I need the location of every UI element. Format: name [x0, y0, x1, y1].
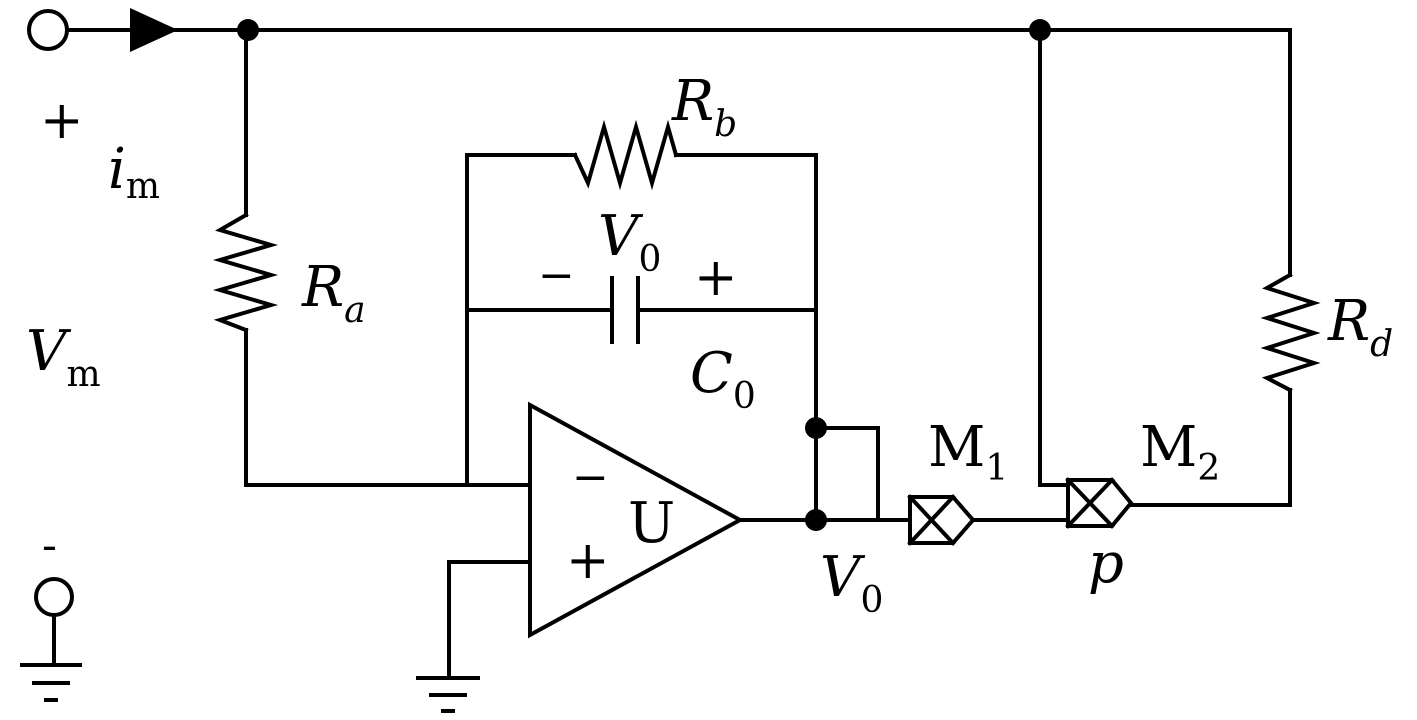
resistor-rb — [572, 119, 679, 191]
capacitor-plus-label: + — [694, 248, 738, 308]
m1-label: M1 — [928, 415, 1008, 489]
feedback-left-wire — [465, 153, 577, 487]
output-loop-wire — [814, 426, 880, 522]
input-plus-label: + — [40, 91, 84, 151]
output-voltage-label: V0 — [820, 545, 883, 621]
ra-to-inverting-wire — [244, 328, 532, 487]
opamp-plus-label: + — [566, 531, 610, 591]
capacitor-voltage-label: V0 — [598, 204, 661, 280]
m2-top-wire — [1038, 28, 1070, 487]
feedback-right-wire — [674, 153, 818, 522]
opamp-minus-label: − — [572, 452, 609, 503]
m2-label: M2 — [1140, 415, 1220, 489]
noninverting-ground-wire — [447, 560, 532, 680]
resistor-ra — [212, 212, 279, 333]
memristor-m1 — [907, 494, 976, 546]
input-terminal-positive — [27, 9, 69, 51]
current-label: im — [108, 137, 160, 207]
junction-dot — [1029, 19, 1051, 41]
junction-dot — [805, 417, 827, 439]
rd-label: Rd — [1327, 289, 1393, 365]
top-rail-wire — [65, 28, 1292, 277]
capacitor-label: C0 — [690, 341, 756, 417]
memristor-m2 — [1065, 477, 1134, 529]
input-minus-label: - — [42, 520, 57, 571]
node-p-label: p — [1088, 531, 1124, 596]
voltage-label: Vm — [26, 319, 101, 395]
rb-label: Rb — [671, 69, 737, 145]
ground-symbol-input — [20, 663, 82, 702]
ra-label: Ra — [301, 255, 366, 331]
ground-symbol-opamp — [416, 676, 480, 713]
input-terminal-negative — [34, 577, 74, 617]
opamp-label: U — [628, 491, 675, 556]
capacitor-minus-label: − — [538, 250, 575, 301]
opamp-triangle — [528, 401, 745, 639]
junction-dot — [237, 19, 259, 41]
current-arrow-icon — [130, 8, 178, 52]
resistor-rd — [1260, 272, 1321, 393]
junction-dot — [805, 509, 827, 531]
